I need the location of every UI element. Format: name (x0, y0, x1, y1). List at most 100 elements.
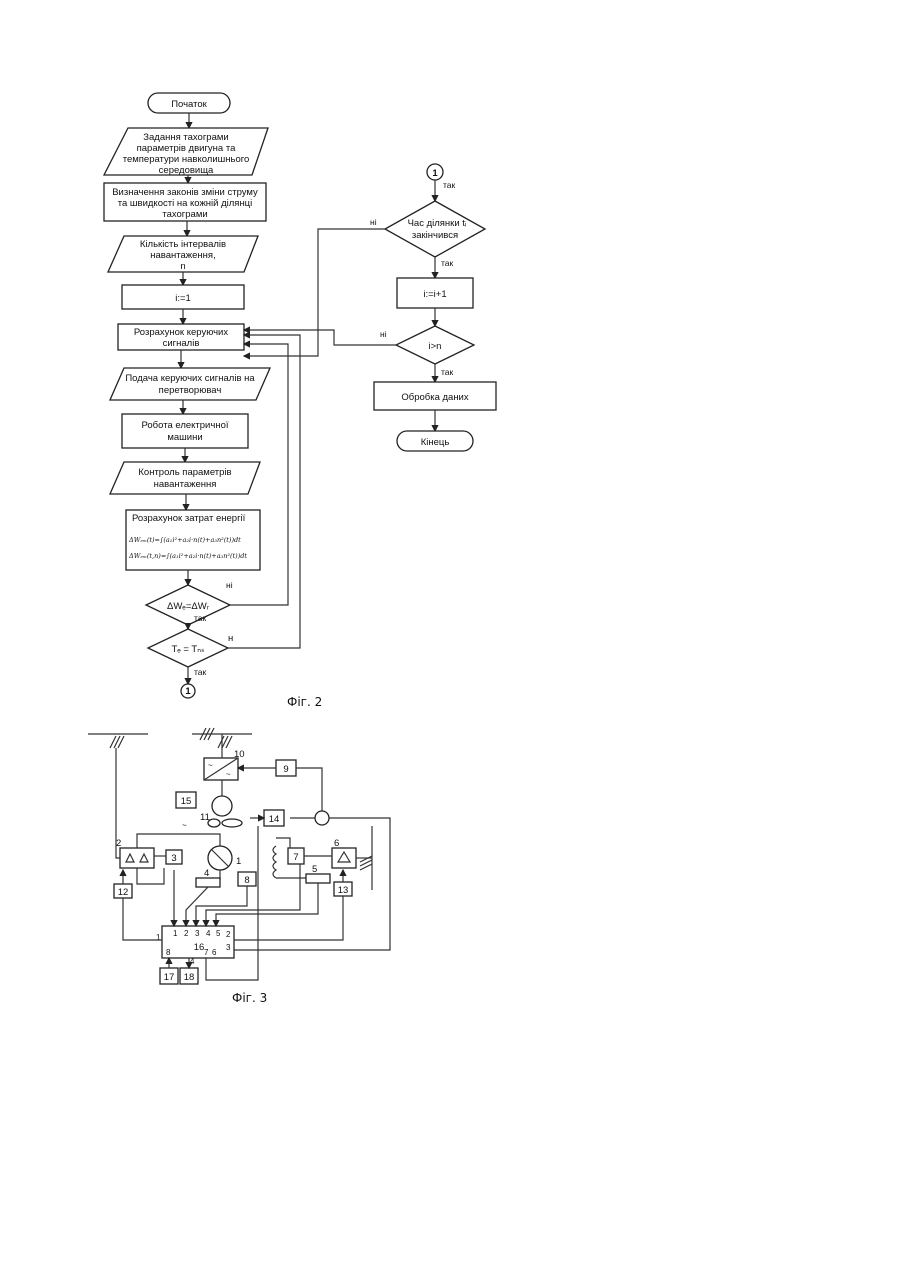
svg-text:13: 13 (338, 885, 349, 896)
decision-segment-time-ended: Час ділянки tᵢ закінчився (385, 201, 485, 257)
block-8: 8 (238, 872, 256, 886)
svg-text:9: 9 (283, 764, 288, 775)
connector-1-bottom: 1 (181, 684, 195, 698)
svg-text:ΔWₑ=ΔWᵣ: ΔWₑ=ΔWᵣ (167, 601, 210, 612)
svg-text:ні: ні (370, 217, 377, 227)
process-init-i: i:=1 (122, 285, 244, 309)
svg-text:н: н (228, 633, 233, 644)
svg-text:Робота електричної: Робота електричної (141, 420, 228, 431)
svg-text:Час ділянки tᵢ: Час ділянки tᵢ (408, 218, 467, 229)
svg-text:15: 15 (181, 796, 192, 807)
block-4-shunt: 4 (196, 868, 220, 887)
svg-text:параметрів двигуна та: параметрів двигуна та (137, 143, 236, 154)
svg-text:10: 10 (234, 749, 245, 760)
input-load-monitoring: Контроль параметрів навантаження (110, 462, 260, 494)
figure-3-caption: Фіг. 3 (232, 991, 267, 1005)
process-control-signals: Розрахунок керуючих сигналів (118, 324, 244, 350)
svg-text:16: 16 (194, 942, 205, 953)
svg-text:Розрахунок затрат енергії: Розрахунок затрат енергії (132, 513, 246, 524)
block-7: 7 (288, 848, 304, 864)
svg-text:ΔWₑₘ(t)=∫(a₁i²+a₂i·n(t)+a₃n²(t: ΔWₑₘ(t)=∫(a₁i²+a₂i·n(t)+a₃n²(t))dt (128, 536, 241, 544)
svg-text:7: 7 (293, 852, 298, 863)
svg-text:4: 4 (206, 929, 211, 938)
svg-text:11: 11 (200, 812, 210, 823)
svg-text:~: ~ (208, 761, 213, 770)
motor-11: 11 (200, 780, 242, 827)
block-9: 9 (276, 760, 296, 776)
svg-text:4: 4 (190, 957, 195, 966)
svg-text:~: ~ (226, 770, 231, 779)
svg-text:так: так (441, 258, 454, 268)
svg-text:так: так (441, 367, 454, 377)
flowchart-main: Початок Задання тахограми параметрів дви… (104, 93, 300, 698)
svg-text:навантаження,: навантаження, (150, 250, 215, 261)
svg-text:Визначення законів зміни струм: Визначення законів зміни струму (112, 187, 258, 198)
svg-text:i:=i+1: i:=i+1 (423, 289, 446, 300)
block-17: 17 (160, 968, 178, 984)
input-interval-count: Кількість інтервалів навантаження, n (108, 236, 258, 272)
controller-16: 16 1 2 3 4 5 2 3 1 8 4 7 6 (156, 926, 234, 966)
block-14: 14 (264, 810, 284, 826)
dc-motor-1: 1 (208, 846, 241, 870)
svg-text:17: 17 (164, 972, 175, 983)
block-13: 13 (334, 882, 352, 896)
svg-text:6: 6 (212, 948, 217, 957)
block-15: 15 ~ (176, 792, 196, 830)
block-18: 18 (180, 968, 198, 984)
svg-text:Розрахунок керуючих: Розрахунок керуючих (134, 327, 228, 338)
svg-text:14: 14 (269, 814, 280, 825)
svg-text:12: 12 (118, 887, 129, 898)
block-6-rectifier: 6 (332, 838, 356, 868)
svg-text:Кінець: Кінець (421, 437, 450, 448)
svg-text:2: 2 (226, 930, 231, 939)
svg-text:температури навколишнього: температури навколишнього (123, 154, 250, 165)
svg-text:Кількість інтервалів: Кількість інтервалів (140, 239, 226, 250)
svg-text:3: 3 (195, 929, 200, 938)
connector-1-top: 1 (427, 164, 443, 180)
svg-text:7: 7 (204, 948, 209, 957)
svg-text:4: 4 (204, 868, 209, 879)
svg-text:машини: машини (167, 432, 202, 443)
svg-text:Задання тахограми: Задання тахограми (143, 132, 228, 143)
svg-text:1: 1 (236, 856, 241, 867)
svg-text:Подача керуючих сигналів на: Подача керуючих сигналів на (125, 373, 255, 384)
svg-text:середовища: середовища (159, 165, 214, 176)
input-signal-to-converter: Подача керуючих сигналів на перетворювач (110, 368, 270, 400)
svg-text:8: 8 (166, 948, 171, 957)
svg-text:1: 1 (185, 686, 191, 697)
svg-text:6: 6 (334, 838, 339, 849)
flowchart-loop: 1 так Час ділянки tᵢ закінчився ні так i… (244, 164, 496, 451)
process-energy-calculation: Розрахунок затрат енергії ΔWₑₘ(t)=∫(a₁i²… (126, 510, 260, 570)
svg-text:сигналів: сигналів (163, 338, 200, 349)
svg-text:3: 3 (171, 853, 176, 864)
svg-text:та швидкості на кожній ділян: та швидкості на кожній ділянці (118, 198, 253, 209)
svg-text:2: 2 (116, 838, 121, 849)
svg-text:~: ~ (182, 821, 187, 830)
summing-node (315, 811, 329, 825)
figure-2-caption: Фіг. 2 (287, 695, 322, 709)
svg-text:Початок: Початок (171, 99, 207, 110)
process-machine-operation: Робота електричної машини (122, 414, 248, 448)
svg-text:тахограми: тахограми (162, 209, 207, 220)
svg-text:так: так (443, 180, 456, 190)
svg-text:ΔWₑₘ(t,n)=∫(a₁i²+a₂i·n(t)+a₃n²: ΔWₑₘ(t,n)=∫(a₁i²+a₂i·n(t)+a₃n²(t))dt (128, 552, 247, 560)
svg-text:навантаження: навантаження (154, 479, 217, 490)
block-10-converter: ~ ~ 10 (204, 749, 245, 780)
svg-text:5: 5 (216, 929, 221, 938)
process-current-speed-laws: Визначення законів зміни струму та швидк… (104, 183, 266, 221)
svg-text:1: 1 (173, 929, 178, 938)
svg-text:так: так (194, 667, 207, 677)
process-data-processing: Обробка даних (374, 382, 496, 410)
svg-text:3: 3 (226, 943, 231, 952)
decision-i-greater-n: i>n (396, 326, 474, 364)
svg-text:закінчився: закінчився (412, 230, 458, 241)
end-terminal: Кінець (397, 431, 473, 451)
svg-text:Контроль параметрів: Контроль параметрів (138, 467, 231, 478)
input-tachogram-parameters: Задання тахограми параметрів двигуна та … (104, 128, 268, 176)
start-terminal: Початок (148, 93, 230, 113)
svg-text:1: 1 (432, 168, 438, 179)
svg-text:1: 1 (156, 933, 161, 942)
svg-text:i:=1: i:=1 (175, 293, 191, 304)
svg-text:Обробка даних: Обробка даних (401, 392, 469, 403)
